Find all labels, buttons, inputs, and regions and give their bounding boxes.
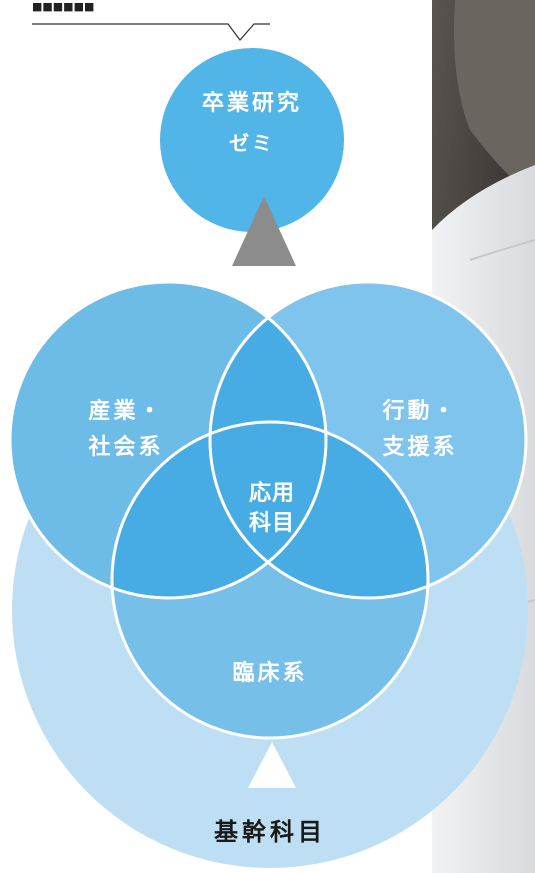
center-label-1: 応用: [249, 480, 295, 506]
top-circle-label-2: ゼミ: [229, 131, 275, 155]
venn-outlines: [8, 280, 528, 740]
gray-arrow-triangle: [232, 196, 296, 266]
bottom-circle-label: 臨床系: [232, 660, 307, 686]
header-caption: ■■■■■■: [32, 0, 94, 13]
header-line: [32, 23, 270, 41]
left-circle-label-2: 社会系: [88, 434, 163, 460]
left-circle-label-1: 産業・: [88, 398, 163, 424]
top-circle: [160, 48, 344, 232]
right-circle-label-2: 支援系: [382, 435, 457, 460]
white-arrow-triangle: [248, 742, 296, 788]
right-circle-label-1: 行動・: [381, 398, 457, 424]
top-circle-label-1: 卒業研究: [202, 90, 302, 116]
base-circle-label: 基幹科目: [214, 818, 326, 846]
center-label-2: 科目: [249, 511, 295, 536]
